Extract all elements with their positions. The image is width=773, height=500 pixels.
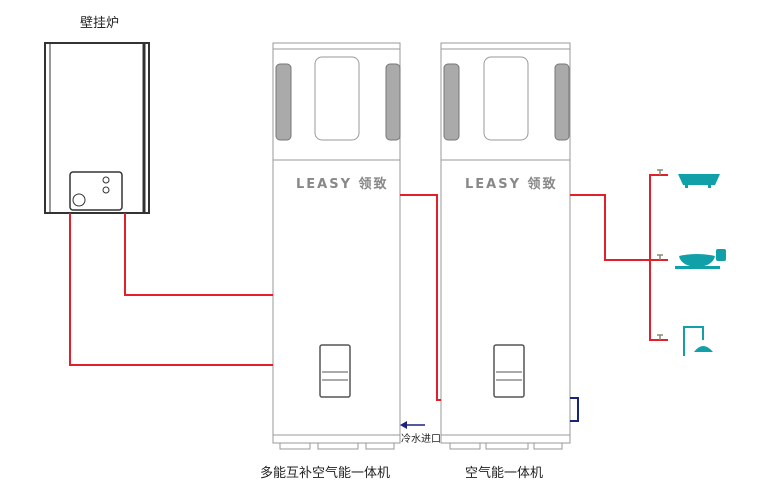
- wash-basin-icon: [675, 249, 726, 269]
- cold-water-pipe: [570, 397, 579, 422]
- bathtub-icon: [678, 174, 720, 188]
- air-unit-label: 空气能一体机: [465, 466, 544, 481]
- valve-icons: [657, 169, 663, 340]
- cold-water-inlet-label: 冷水进口: [401, 434, 441, 445]
- arrow-left-icon: [400, 421, 425, 429]
- wall-boiler: [44, 42, 150, 214]
- hot-water-pipes: [69, 174, 668, 401]
- shower-icon: [683, 326, 713, 356]
- air-energy-unit: [440, 42, 571, 450]
- hybrid-unit-label: 多能互补空气能一体机: [260, 466, 391, 481]
- hybrid-unit: [272, 42, 401, 450]
- brand-logo: LEASY 领致: [296, 176, 389, 192]
- boiler-label: 壁挂炉: [80, 16, 120, 31]
- brand-logo: LEASY 领致: [465, 176, 558, 192]
